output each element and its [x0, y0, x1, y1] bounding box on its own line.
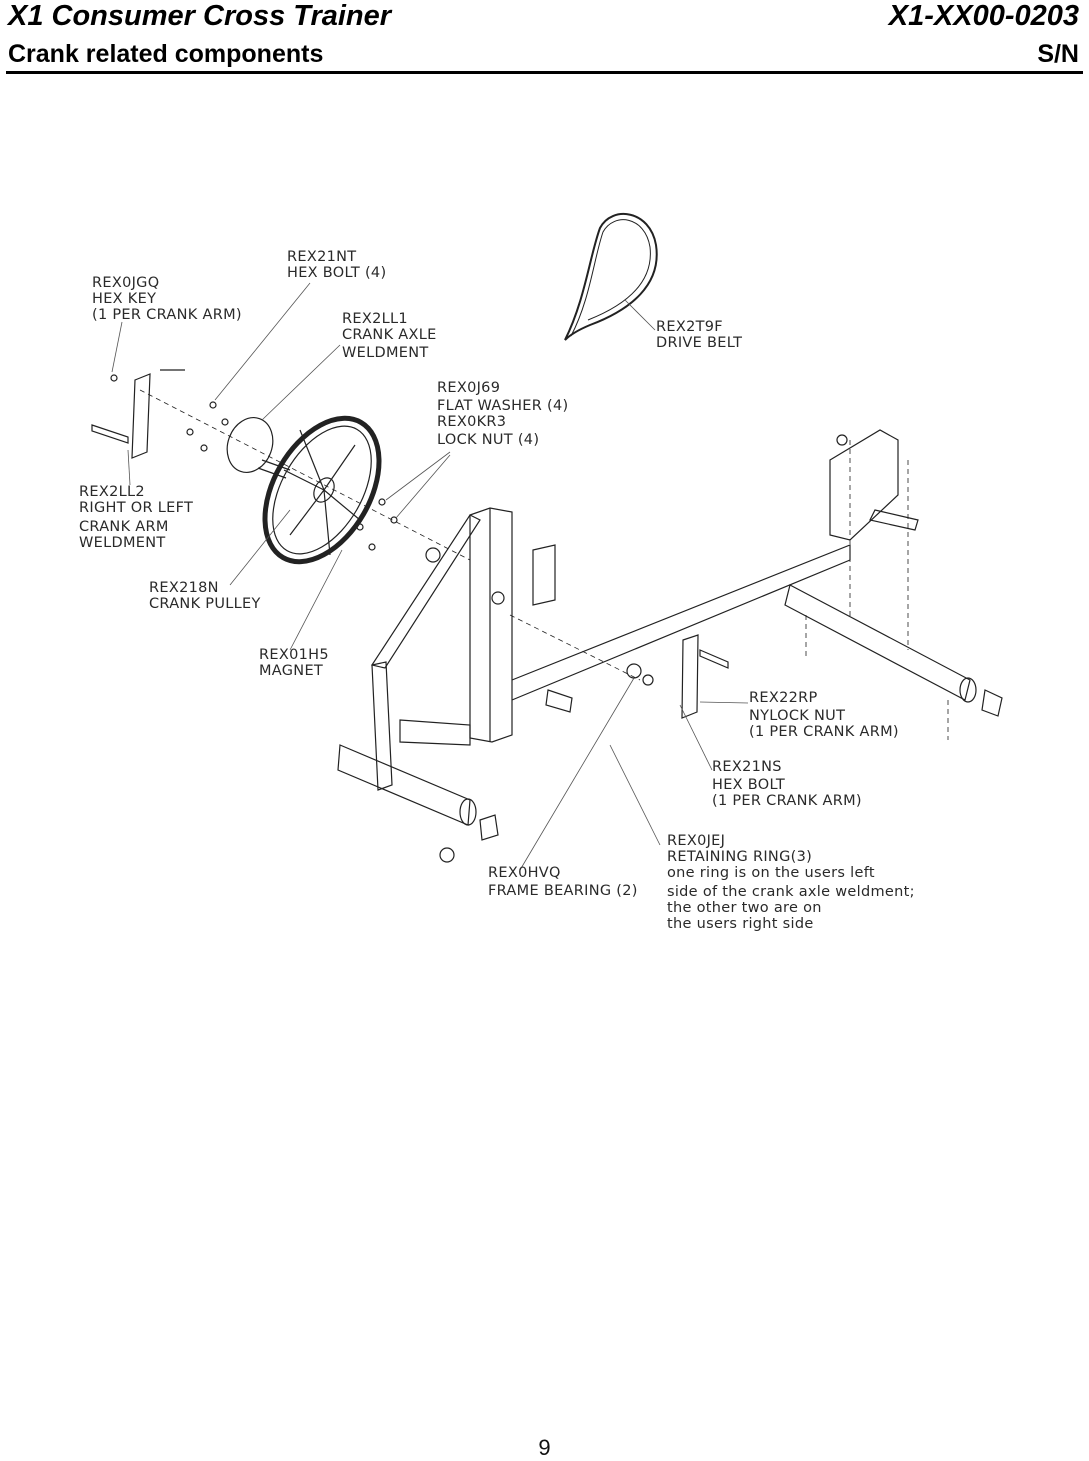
- callout-description: FLAT WASHER (4): [437, 398, 569, 414]
- document-title: X1 Consumer Cross Trainer: [8, 0, 392, 32]
- callout-part-number: REX0KR3: [437, 414, 507, 430]
- section-subtitle: Crank related components: [8, 40, 324, 68]
- callout-note: the users right side: [667, 916, 814, 932]
- callout-description: DRIVE BELT: [656, 335, 743, 351]
- callout-description: RIGHT OR LEFT: [79, 500, 194, 516]
- callout-part-number: REX21NS: [712, 759, 782, 775]
- callout-part-number: REX2T9F: [656, 319, 723, 335]
- callout-description: HEX KEY: [92, 291, 157, 307]
- callout-description: FRAME BEARING (2): [488, 883, 638, 899]
- callout-description: WELDMENT: [79, 535, 166, 551]
- crank-pulley-drawing: [262, 415, 382, 565]
- callout-description: MAGNET: [259, 663, 324, 679]
- callout-hex-bolt-4: REX21NT HEX BOLT (4): [287, 249, 386, 281]
- alignment-lines: [139, 389, 949, 740]
- callout-part-number: REX218N: [149, 580, 219, 596]
- callout-crank-pulley: REX218N CRANK PULLEY: [149, 580, 261, 612]
- page-number: 9: [538, 1435, 551, 1460]
- callout-part-number: REX0HVQ: [488, 865, 561, 881]
- hardware-drawing: [186, 401, 654, 686]
- callout-description: CRANK AXLE: [342, 327, 437, 343]
- callout-part-number: REX0JEJ: [667, 833, 726, 849]
- callout-note: the other two are on: [667, 900, 822, 916]
- callout-description: HEX BOLT (4): [287, 265, 387, 281]
- callout-description: NYLOCK NUT: [749, 708, 846, 724]
- callout-note: (1 PER CRANK ARM): [92, 307, 242, 323]
- callout-description: RETAINING RING(3): [667, 849, 813, 865]
- callout-nylock-nut: REX22RP NYLOCK NUT (1 PER CRANK ARM): [749, 690, 899, 740]
- callout-part-number: REX01H5: [259, 647, 329, 663]
- callout-part-number: REX0J69: [437, 380, 501, 396]
- drive-belt-drawing: [564, 212, 658, 341]
- callout-flat-washer-lock-nut: REX0J69 FLAT WASHER (4) REX0KR3 LOCK NUT…: [437, 380, 568, 448]
- main-frame-drawing: [337, 429, 1003, 863]
- callout-hex-key: REX0JGQ HEX KEY (1 PER CRANK ARM): [92, 275, 242, 323]
- callout-drive-belt: REX2T9F DRIVE BELT: [656, 319, 742, 351]
- callout-part-number: REX21NT: [287, 249, 357, 265]
- callout-description: LOCK NUT (4): [437, 432, 540, 448]
- callout-retaining-ring: REX0JEJ RETAINING RING(3) one ring is on…: [667, 833, 915, 932]
- header-rule: [6, 71, 1083, 74]
- callout-description: CRANK PULLEY: [149, 596, 261, 612]
- callout-part-number: REX0JGQ: [92, 275, 160, 291]
- callout-frame-bearing: REX0HVQ FRAME BEARING (2): [488, 865, 638, 899]
- callout-hex-bolt-crank-arm: REX21NS HEX BOLT (1 PER CRANK ARM): [712, 759, 862, 809]
- callout-description: WELDMENT: [342, 345, 429, 361]
- callout-note: (1 PER CRANK ARM): [749, 724, 899, 740]
- callout-note: (1 PER CRANK ARM): [712, 793, 862, 809]
- callout-note: side of the crank axle weldment;: [667, 884, 915, 900]
- callout-crank-arm-weldment: REX2LL2 RIGHT OR LEFT CRANK ARM WELDMENT: [79, 484, 193, 551]
- callout-magnet: REX01H5 MAGNET: [259, 647, 329, 679]
- serial-number-label: S/N: [1037, 40, 1079, 68]
- model-number: X1-XX00-0203: [888, 0, 1079, 32]
- callout-description: HEX BOLT: [712, 777, 786, 793]
- callout-part-number: REX2LL2: [79, 484, 145, 500]
- callout-description: CRANK ARM: [79, 519, 169, 535]
- crank-arm-drawing: [91, 369, 185, 459]
- callout-part-number: REX2LL1: [342, 311, 408, 327]
- crank-axle-plate-drawing: [226, 417, 291, 479]
- callout-note: one ring is on the users left: [667, 865, 875, 881]
- callout-crank-axle-weldment: REX2LL1 CRANK AXLE WELDMENT: [342, 311, 437, 361]
- callout-part-number: REX22RP: [749, 690, 818, 706]
- leader-lines: [111, 282, 749, 871]
